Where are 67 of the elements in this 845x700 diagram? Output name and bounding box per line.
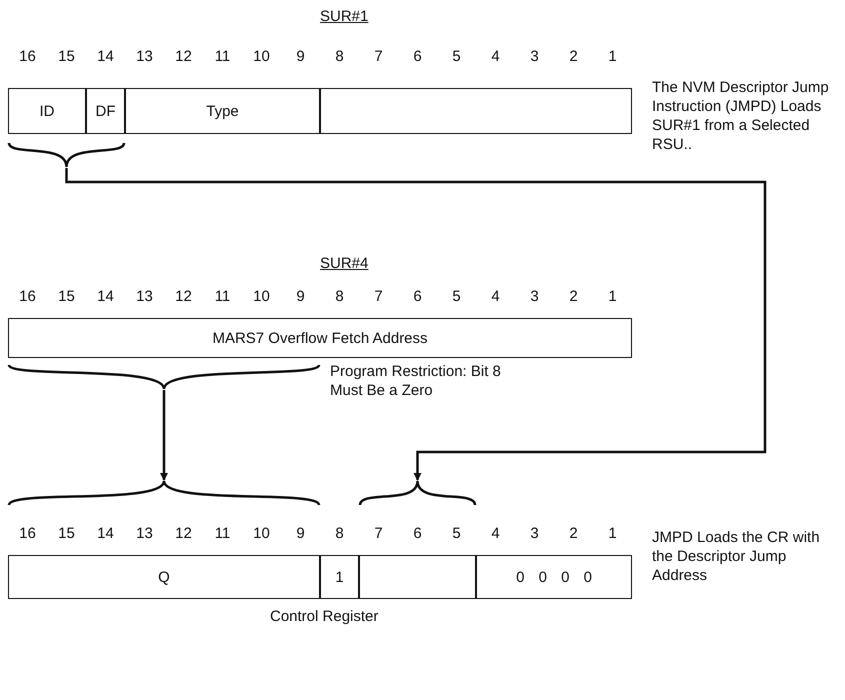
bit-number: 11 xyxy=(214,525,232,542)
bit-number: 15 xyxy=(57,525,76,542)
bit-number: 5 xyxy=(451,288,462,305)
bit-number: 12 xyxy=(174,48,193,65)
bit-number: 3 xyxy=(529,525,540,542)
bit-number: 13 xyxy=(135,48,154,65)
bit-number: 7 xyxy=(373,288,384,305)
curly-brace xyxy=(8,364,320,390)
bit-number: 15 xyxy=(57,288,76,305)
register-field: 1 xyxy=(320,555,359,599)
bit-number: 13 xyxy=(135,288,154,305)
register-field: MARS7 Overflow Fetch Address xyxy=(8,318,632,358)
bit-number: 13 xyxy=(135,525,154,542)
bit-number: 8 xyxy=(334,288,345,305)
bit-number: 9 xyxy=(295,288,306,305)
register-title: SUR#1 xyxy=(320,8,368,25)
bit-number: 6 xyxy=(412,288,423,305)
register-field: ID xyxy=(8,88,86,134)
register-field: 0 0 0 0 xyxy=(476,555,632,599)
bit-number: 6 xyxy=(412,525,423,542)
bit-number: 10 xyxy=(252,48,271,65)
note-text: JMPD Loads the CR with the Descriptor Jump Address xyxy=(652,528,821,585)
register-title: SUR#4 xyxy=(320,255,368,272)
bit-number: 12 xyxy=(174,525,193,542)
bit-number: 16 xyxy=(18,525,37,542)
note-text: Program Restriction: Bit 8 Must Be a Zero xyxy=(330,362,502,400)
bit-number: 2 xyxy=(568,525,579,542)
curly-brace xyxy=(359,480,476,506)
arrow xyxy=(160,390,168,481)
bit-number: 9 xyxy=(295,48,306,65)
bit-number: 14 xyxy=(96,48,115,65)
bit-number: 10 xyxy=(252,525,271,542)
bit-number: 3 xyxy=(529,48,540,65)
bit-number: 4 xyxy=(490,48,501,65)
bit-number: 6 xyxy=(412,48,423,65)
bit-number: 1 xyxy=(607,48,618,65)
bit-number: 1 xyxy=(607,525,618,542)
bit-number: 1 xyxy=(607,288,618,305)
register-field: Type xyxy=(125,88,320,134)
register-field: DF xyxy=(86,88,125,134)
curly-brace xyxy=(8,142,125,168)
bit-number: 7 xyxy=(373,48,384,65)
bit-number: 2 xyxy=(568,288,579,305)
register-caption: Control Register xyxy=(270,608,378,625)
bit-number: 16 xyxy=(18,288,37,305)
bit-number: 7 xyxy=(373,525,384,542)
bit-number: 2 xyxy=(568,48,579,65)
bit-number: 14 xyxy=(96,525,115,542)
bit-number: 12 xyxy=(174,288,193,305)
note-text: The NVM Descriptor Jump Instruction (JMPD) Loads SUR#1 from a Selected RSU.. xyxy=(652,78,830,154)
bit-number: 4 xyxy=(490,288,501,305)
bit-number: 9 xyxy=(295,525,306,542)
arrow xyxy=(65,168,766,481)
bit-number: 11 xyxy=(214,48,232,65)
bit-number: 16 xyxy=(18,48,37,65)
bit-number: 8 xyxy=(334,525,345,542)
bit-number: 4 xyxy=(490,525,501,542)
bit-number: 5 xyxy=(451,48,462,65)
register-field: Q xyxy=(8,555,320,599)
bit-number: 3 xyxy=(529,288,540,305)
bit-number: 10 xyxy=(252,288,271,305)
bit-number: 14 xyxy=(96,288,115,305)
bit-number: 5 xyxy=(451,525,462,542)
bit-number: 15 xyxy=(57,48,76,65)
bit-number: 8 xyxy=(334,48,345,65)
curly-brace xyxy=(8,480,320,506)
bit-number: 11 xyxy=(214,288,232,305)
